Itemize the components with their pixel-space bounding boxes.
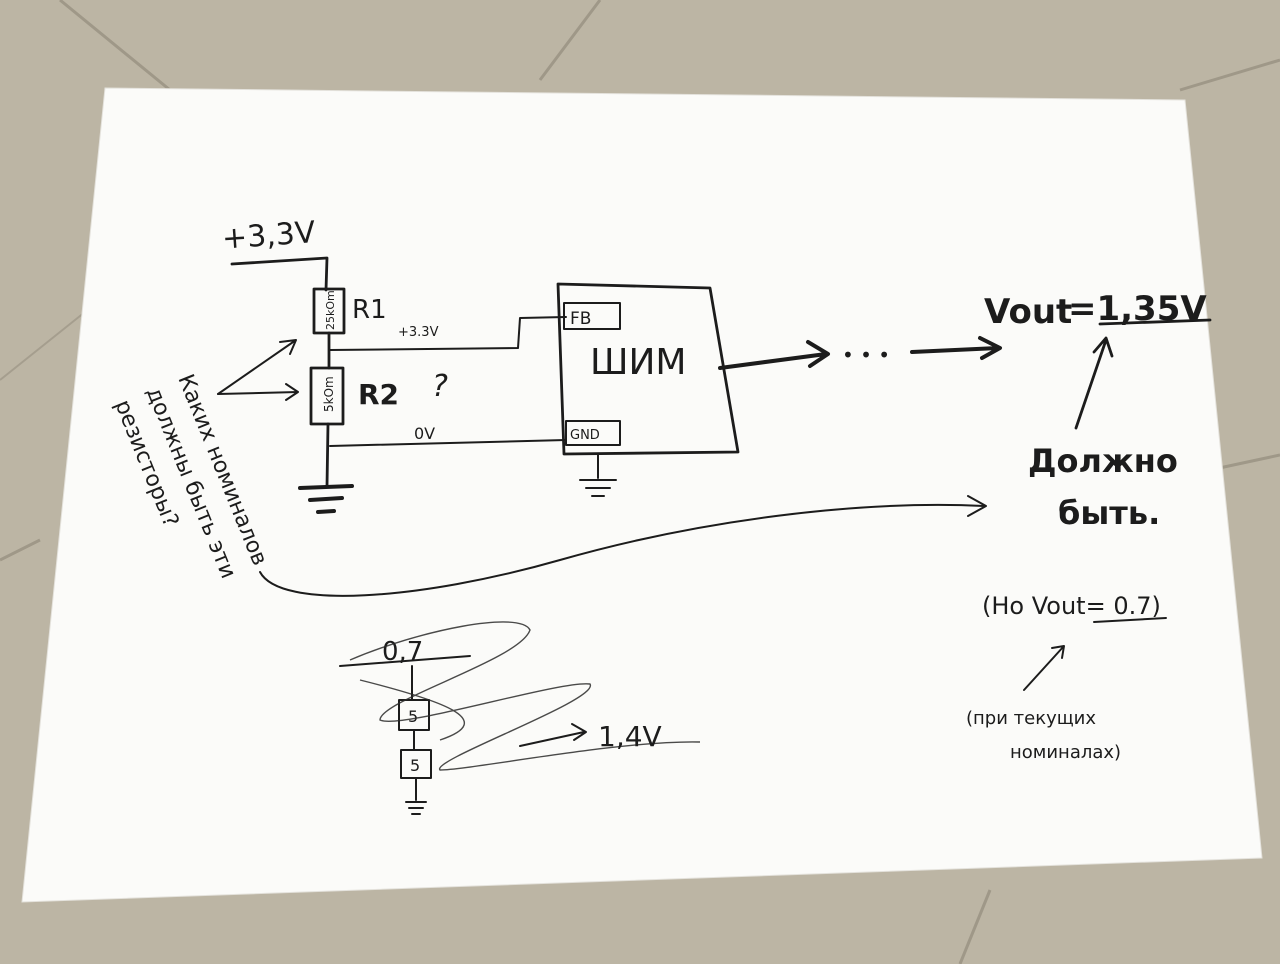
gnd-pin-label: GND xyxy=(570,428,600,443)
supply-label: +3,3V xyxy=(221,215,317,256)
vout-label: Vout xyxy=(984,292,1072,332)
ground-symbol xyxy=(298,484,354,514)
must-be-line-1: Должно xyxy=(1028,442,1178,480)
paper xyxy=(21,87,1263,903)
fb-pin xyxy=(563,302,621,330)
but-vout-arrow xyxy=(1023,645,1065,691)
curved-arrow xyxy=(259,495,987,597)
but-vout-underline xyxy=(1093,617,1167,623)
fb-line-label: +3.3V xyxy=(398,325,439,340)
question-mark: ? xyxy=(432,369,448,404)
sketch-resistor-b-label: 5 xyxy=(410,756,420,775)
gnd-line-label: 0V xyxy=(414,424,435,443)
output-arrow-1 xyxy=(718,340,830,370)
pwm-chip xyxy=(556,282,740,456)
output-dots: • • • xyxy=(842,343,890,367)
sketch-scribble xyxy=(349,621,701,771)
supply-wire xyxy=(230,256,329,292)
output-arrow-2 xyxy=(910,336,1002,360)
must-be-arrow xyxy=(1074,336,1114,430)
sketch-ground xyxy=(405,777,427,815)
current-values-line-1: (при текущих xyxy=(966,708,1096,729)
r2-value: 5kOm xyxy=(322,376,336,412)
r1-value: 25kOm xyxy=(324,290,337,330)
chip-label: ШИМ xyxy=(590,342,687,383)
sketch-resistor-a-label: 5 xyxy=(408,707,418,726)
current-values-line-2: номиналах) xyxy=(1010,742,1121,763)
gnd-wire xyxy=(329,439,567,447)
must-be-line-2: быть. xyxy=(1058,494,1160,532)
sketch-result: 1,4V xyxy=(598,720,662,753)
sketch-result-arrow xyxy=(519,723,587,747)
gnd-pin xyxy=(565,420,621,446)
fb-pin-label: FB xyxy=(570,309,591,329)
fb-wire xyxy=(329,316,567,351)
divider-wire-bottom xyxy=(325,422,330,488)
note-arrow-r1 xyxy=(217,339,297,395)
r2-label: R2 xyxy=(358,378,399,411)
but-vout-note: (Но Vout= 0.7) xyxy=(982,592,1161,620)
r1-label: R1 xyxy=(352,295,387,325)
vout-underline xyxy=(1098,318,1212,326)
chip-ground-symbol xyxy=(579,453,617,497)
note-arrow-r2 xyxy=(217,383,299,401)
